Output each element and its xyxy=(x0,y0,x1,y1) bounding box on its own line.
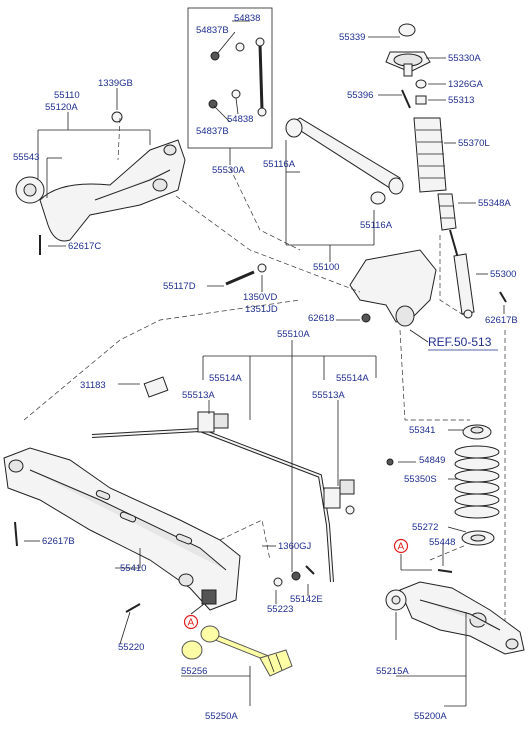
nut-icon xyxy=(291,571,301,581)
label-54849: 54849 xyxy=(419,455,445,466)
shock-absorber-group xyxy=(385,23,507,319)
nut-icon xyxy=(111,111,123,123)
bushing-icon xyxy=(323,487,341,509)
label-55300: 55300 xyxy=(490,269,516,280)
label-1350vd: 1350VD xyxy=(243,292,277,303)
label-1351jd: 1351JD xyxy=(245,304,278,315)
label-1339gb: 1339GB xyxy=(98,78,133,89)
label-55116a-left: 55116A xyxy=(263,159,296,170)
label-1326ga: 1326GA xyxy=(448,79,484,90)
bump-stopper-icon xyxy=(437,193,457,231)
lower-link-group xyxy=(181,625,293,677)
stabilizer-link-group xyxy=(187,7,273,165)
callout-a-circle xyxy=(183,614,199,630)
upper-arm-group xyxy=(225,117,437,327)
label-55200a: 55200A xyxy=(414,711,447,722)
bushing-icon xyxy=(197,411,215,433)
label-1360gj: 1360GJ xyxy=(278,541,312,552)
washer-icon xyxy=(257,263,267,273)
lower-arm-icon xyxy=(399,581,525,655)
mount-cap-icon xyxy=(398,23,416,37)
label-62617c: 62617C xyxy=(68,241,101,252)
label-55313: 55313 xyxy=(448,95,474,106)
crossmember-group xyxy=(3,447,394,613)
dust-boot-icon xyxy=(413,117,447,193)
lower-arm-group xyxy=(385,581,525,655)
label-55530a: 55530A xyxy=(212,165,245,176)
reference-label: REF.50-513 xyxy=(428,335,492,349)
label-55350s: 55350S xyxy=(404,474,437,485)
label-55256: 55256 xyxy=(181,666,207,677)
label-55100: 55100 xyxy=(313,262,339,273)
label-55330a: 55330A xyxy=(448,53,481,64)
label-55272: 55272 xyxy=(412,522,438,533)
label-55116a-right: 55116A xyxy=(360,220,393,231)
label-55370l: 55370L xyxy=(458,138,490,149)
washer-icon xyxy=(273,577,283,587)
label-62617b-right: 62617B xyxy=(485,315,518,326)
trailing-arm-icon xyxy=(39,139,186,242)
label-31183: 31183 xyxy=(80,380,106,391)
bushing-icon xyxy=(200,625,220,643)
callout-a-letter-right: A xyxy=(398,542,405,553)
label-55513a-left: 55513A xyxy=(182,390,215,401)
label-55514a-right: 55514A xyxy=(336,373,369,384)
label-55339: 55339 xyxy=(339,32,365,43)
label-55250a: 55250A xyxy=(205,711,238,722)
label-62618: 62618 xyxy=(308,313,334,324)
label-55448: 55448 xyxy=(429,537,455,548)
stabilizer-bar-group xyxy=(91,376,355,583)
label-55223: 55223 xyxy=(267,604,293,615)
bushing-icon xyxy=(370,191,386,205)
crossmember-icon xyxy=(3,447,241,611)
bushing-icon xyxy=(181,640,203,660)
label-54838-bottom: 54838 xyxy=(227,114,253,125)
label-55117d: 55117D xyxy=(163,281,196,292)
label-55110: 55110 xyxy=(54,90,80,101)
label-55543: 55543 xyxy=(13,152,39,163)
label-62617b-left: 62617B xyxy=(42,536,75,547)
upper-arm-icon xyxy=(289,117,401,193)
label-55120a: 55120A xyxy=(45,102,78,113)
label-54837b-bottom: 54837B xyxy=(196,126,229,137)
washer-icon xyxy=(235,42,245,52)
label-55220: 55220 xyxy=(118,642,144,653)
label-55215a: 55215A xyxy=(376,666,409,677)
label-55396: 55396 xyxy=(347,90,373,101)
callout-a-circle xyxy=(393,538,409,554)
label-54837b-top: 54837B xyxy=(196,25,229,36)
trailing-arm-group xyxy=(15,111,186,255)
nut-icon xyxy=(208,99,218,109)
label-55410: 55410 xyxy=(120,563,146,574)
bracket-plate-icon xyxy=(143,376,169,398)
nut-icon xyxy=(361,313,371,323)
label-55510a: 55510A xyxy=(277,329,310,340)
shock-body-icon xyxy=(453,253,475,315)
washer-icon xyxy=(231,89,241,99)
knuckle-icon xyxy=(349,249,437,323)
label-55341: 55341 xyxy=(409,425,435,436)
label-55348a: 55348A xyxy=(478,198,511,209)
spring-group xyxy=(437,424,500,573)
label-55142e: 55142E xyxy=(290,594,323,605)
label-54838-top: 54838 xyxy=(234,13,260,24)
label-55514a-left: 55514A xyxy=(209,373,242,384)
callout-a-letter-left: A xyxy=(188,618,195,629)
label-55513a-right: 55513A xyxy=(312,390,345,401)
